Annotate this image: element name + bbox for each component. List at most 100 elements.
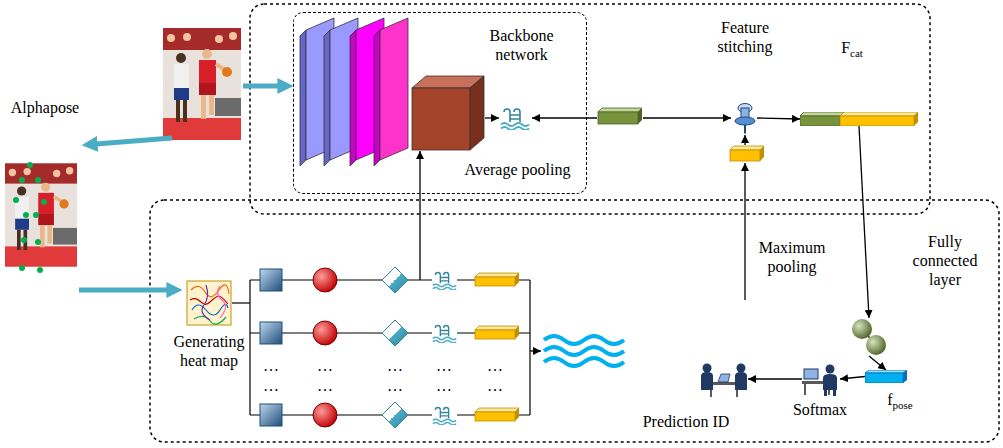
pose-feature-bar: [760, 146, 764, 161]
node-label: Fully connected layer: [905, 232, 985, 290]
flow-arrow: [79, 86, 279, 290]
heatmap-box: Generating heat map: [186, 280, 232, 326]
branch-row: [250, 402, 530, 428]
node-label: Feature stitching: [705, 18, 785, 56]
feature-map-cube: [412, 76, 484, 150]
conv-layer: [350, 30, 356, 166]
symbol-subscript: pose: [893, 399, 913, 411]
node-label: Average pooling: [465, 160, 571, 179]
max-pool-waves: [544, 358, 624, 366]
node-label: Prediction ID: [643, 412, 730, 431]
pooling-icon: Average pooling: [500, 106, 530, 130]
node-label: Generating heat map: [169, 332, 249, 370]
node-label: Backbone network: [477, 26, 567, 64]
pose-feature-bar: [730, 150, 760, 161]
prediction-icon: Prediction ID: [700, 360, 748, 398]
pose-keypoint: [19, 177, 25, 183]
pose-keypoint: [21, 237, 27, 243]
arrow-line: [744, 163, 745, 300]
prediction-icon-shape: [700, 360, 748, 398]
ellipsis-mark: …: [436, 356, 452, 375]
stitching-pin-shape: [735, 104, 755, 134]
flow-connector: [840, 377, 865, 380]
pose-feature: fpose: [865, 370, 907, 383]
ellipsis-mark: …: [263, 356, 279, 375]
pose-keypoint: [37, 267, 43, 273]
arrow-line: [532, 117, 597, 118]
global-feature-bar: [598, 108, 642, 124]
region-outline: [250, 4, 930, 214]
max-pool-waves: [544, 336, 624, 366]
feature-vector-shape: [800, 112, 918, 126]
wire: [529, 280, 530, 415]
arrow-line: [744, 135, 745, 145]
input-photo: [5, 163, 77, 266]
feature-vector: Fcat: [800, 112, 918, 126]
pose-feature-shape: [865, 370, 907, 383]
wire: [232, 280, 530, 415]
flow-connector: [757, 118, 800, 119]
pose-feature-shape: [865, 370, 907, 383]
pose-keypoint: [35, 177, 41, 183]
pooling-icon-shape: [501, 109, 529, 130]
ellipsis-mark: …: [387, 376, 403, 395]
wire: [232, 302, 250, 303]
ellipsis-mark: …: [263, 376, 279, 395]
ellipsis-mark: …: [317, 376, 333, 395]
pose-feature-bar: [730, 146, 764, 161]
arrow-line: [420, 118, 745, 351]
pose-keypoint: [35, 239, 41, 245]
node-label: Softmax: [793, 400, 847, 419]
softmax-icon: Softmax: [802, 362, 840, 396]
softmax-icon-shape: [802, 362, 840, 396]
stitching-pin: Feature stitching: [733, 102, 757, 134]
ellipsis-mark: …: [317, 356, 333, 375]
global-feature-bar: [598, 112, 638, 124]
pooling-icon-shape: [500, 106, 530, 130]
feature-vector-shape: [800, 112, 918, 126]
global-feature-bar: [598, 108, 642, 112]
pose-keypoint: [27, 162, 33, 168]
pose-keypoint: [19, 265, 25, 271]
operation-label: Maximum pooling: [752, 238, 832, 276]
fc-layer-shape: [852, 319, 886, 355]
ellipsis-mark: …: [387, 356, 403, 375]
max-pool-waves: [544, 336, 624, 344]
ellipsis-mark: …: [487, 376, 503, 395]
pose-keypoint: [23, 212, 29, 218]
stitching-pin-shape: [733, 102, 757, 134]
arrow-line: [419, 151, 420, 280]
conv-layer: [300, 30, 306, 166]
conv-layer: [380, 18, 408, 160]
flow-connector: [869, 356, 886, 370]
ellipsis-mark: …: [436, 376, 452, 395]
method-label: Alphapose: [11, 98, 79, 117]
conv-layer: [374, 30, 380, 166]
softmax-icon-shape: [802, 365, 837, 397]
flow-connector: [859, 126, 869, 318]
fc-layer-shape: [850, 318, 888, 356]
flow-arrow: [96, 138, 172, 144]
pose-keypoint: [13, 197, 19, 203]
fc-layer: Fully connected layer: [850, 318, 888, 356]
ellipsis-mark: …: [487, 356, 503, 375]
region-outline: [150, 4, 999, 442]
flow-arrow: [79, 288, 168, 293]
prediction-icon-shape: [701, 364, 747, 398]
heatmap-box-shape: [186, 280, 232, 326]
backbone-region: Average pooling Backbone network: [293, 12, 587, 194]
branch-row: [250, 267, 530, 293]
global-feature-bar: [638, 108, 642, 124]
branch-row: [250, 267, 530, 428]
feature-map-cube: [412, 88, 470, 150]
pose-keypoint: [13, 162, 47, 273]
node-label: fpose: [887, 390, 913, 409]
input-photo: [5, 28, 241, 267]
arrow-line: [485, 117, 499, 118]
flow-arrow: [243, 84, 279, 89]
wire: [249, 280, 250, 415]
pose-feature-bar: [730, 146, 764, 150]
feature-map-cube: [470, 76, 484, 150]
symbol-main: F: [841, 39, 850, 56]
